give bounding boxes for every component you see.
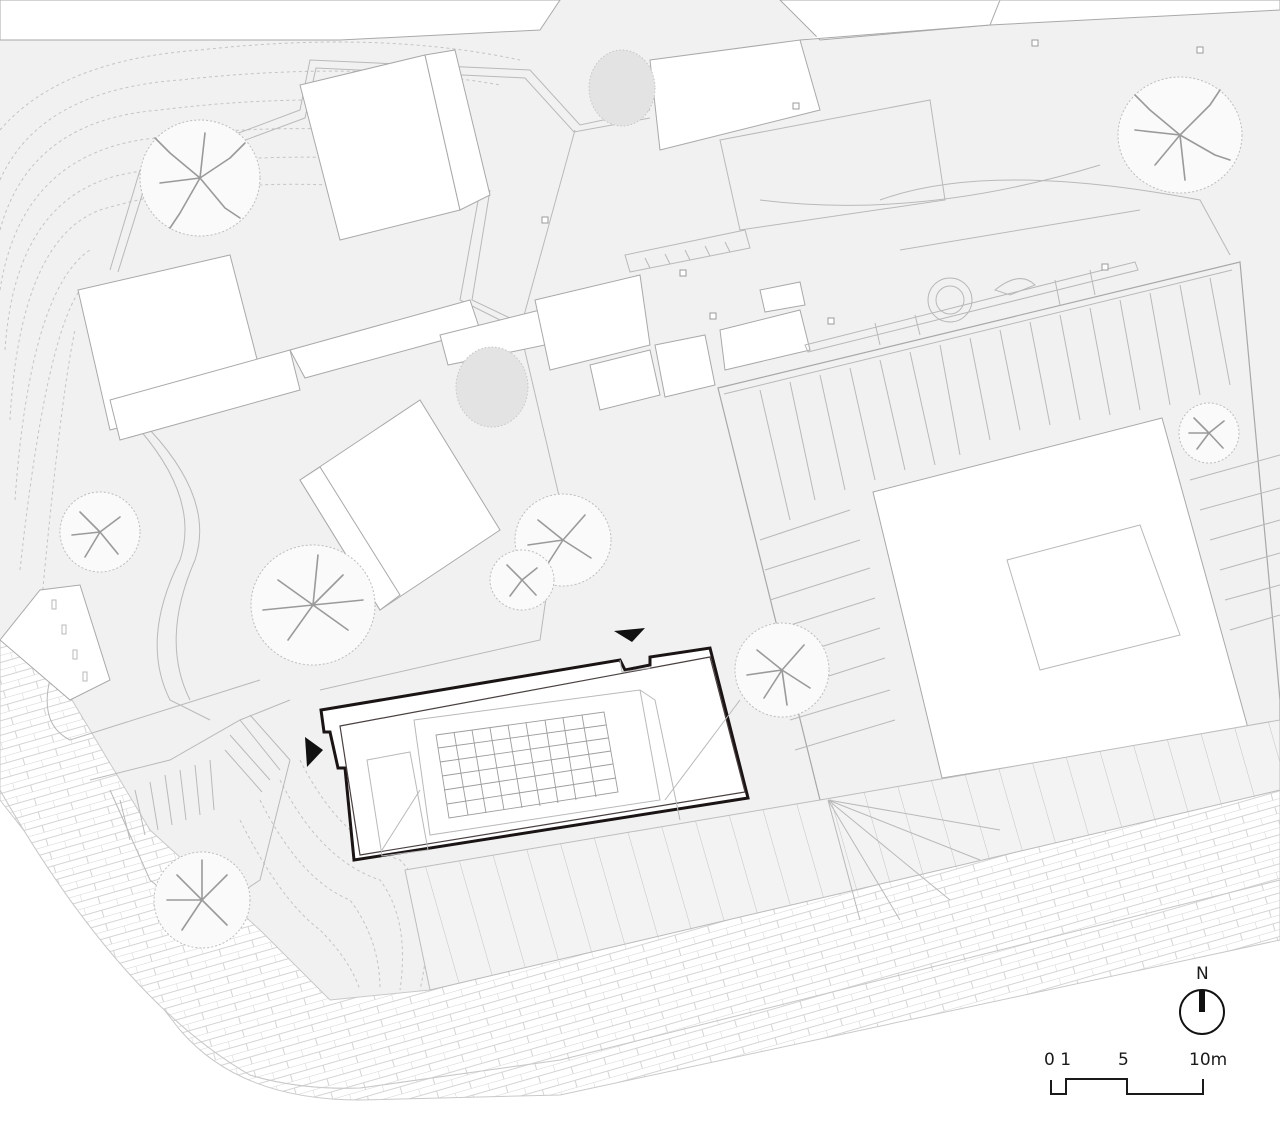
- buildings-top: [0, 0, 1280, 611]
- shrub-icon: [588, 49, 656, 127]
- entrance-triangle-icon: [614, 628, 645, 642]
- lamp-post-icon: [679, 269, 687, 277]
- lamp-post-icon: [1031, 39, 1039, 47]
- lamp-post-icon: [541, 216, 549, 224]
- entrance-triangle-icon: [305, 737, 323, 767]
- lamp-posts: [541, 39, 1204, 325]
- highlighted-building[interactable]: [319, 646, 750, 862]
- tree-icon: [139, 119, 261, 237]
- shrub-icon: [455, 346, 529, 428]
- tree-icon: [1117, 76, 1243, 194]
- tree-icon: [153, 851, 251, 949]
- skylight-grid: [435, 711, 619, 819]
- lamp-post-icon: [709, 312, 717, 320]
- tree-icon: [250, 544, 376, 666]
- tree-icon: [59, 491, 141, 573]
- trees: [59, 49, 1243, 949]
- north-label: N: [1196, 964, 1209, 984]
- tree-icon: [734, 622, 830, 718]
- parking-lot-bottom: [404, 719, 1280, 991]
- lamp-post-icon: [1196, 46, 1204, 54]
- plaza-blocks: [534, 99, 1231, 411]
- scale-label-5: 5: [1118, 1050, 1129, 1070]
- parking-lot-right: [717, 261, 1280, 801]
- scale-label-10m: 10m: [1189, 1050, 1227, 1070]
- lamp-post-icon: [792, 102, 800, 110]
- scale-label-0-1: 0 1: [1044, 1050, 1071, 1070]
- brick-pavement: [0, 639, 1280, 1101]
- north-arrow: N: [1179, 964, 1225, 1035]
- scale-bar: 0 1 5 10m: [1044, 1050, 1227, 1095]
- lamp-post-icon: [827, 317, 835, 325]
- play-structures: [804, 261, 1139, 353]
- tree-icon: [489, 549, 555, 611]
- tree-icon: [1178, 402, 1240, 464]
- building-left: [0, 584, 111, 701]
- north-arrow-needle: [1199, 990, 1205, 1012]
- entrance-markers: [305, 628, 645, 767]
- lamp-post-icon: [1101, 263, 1109, 271]
